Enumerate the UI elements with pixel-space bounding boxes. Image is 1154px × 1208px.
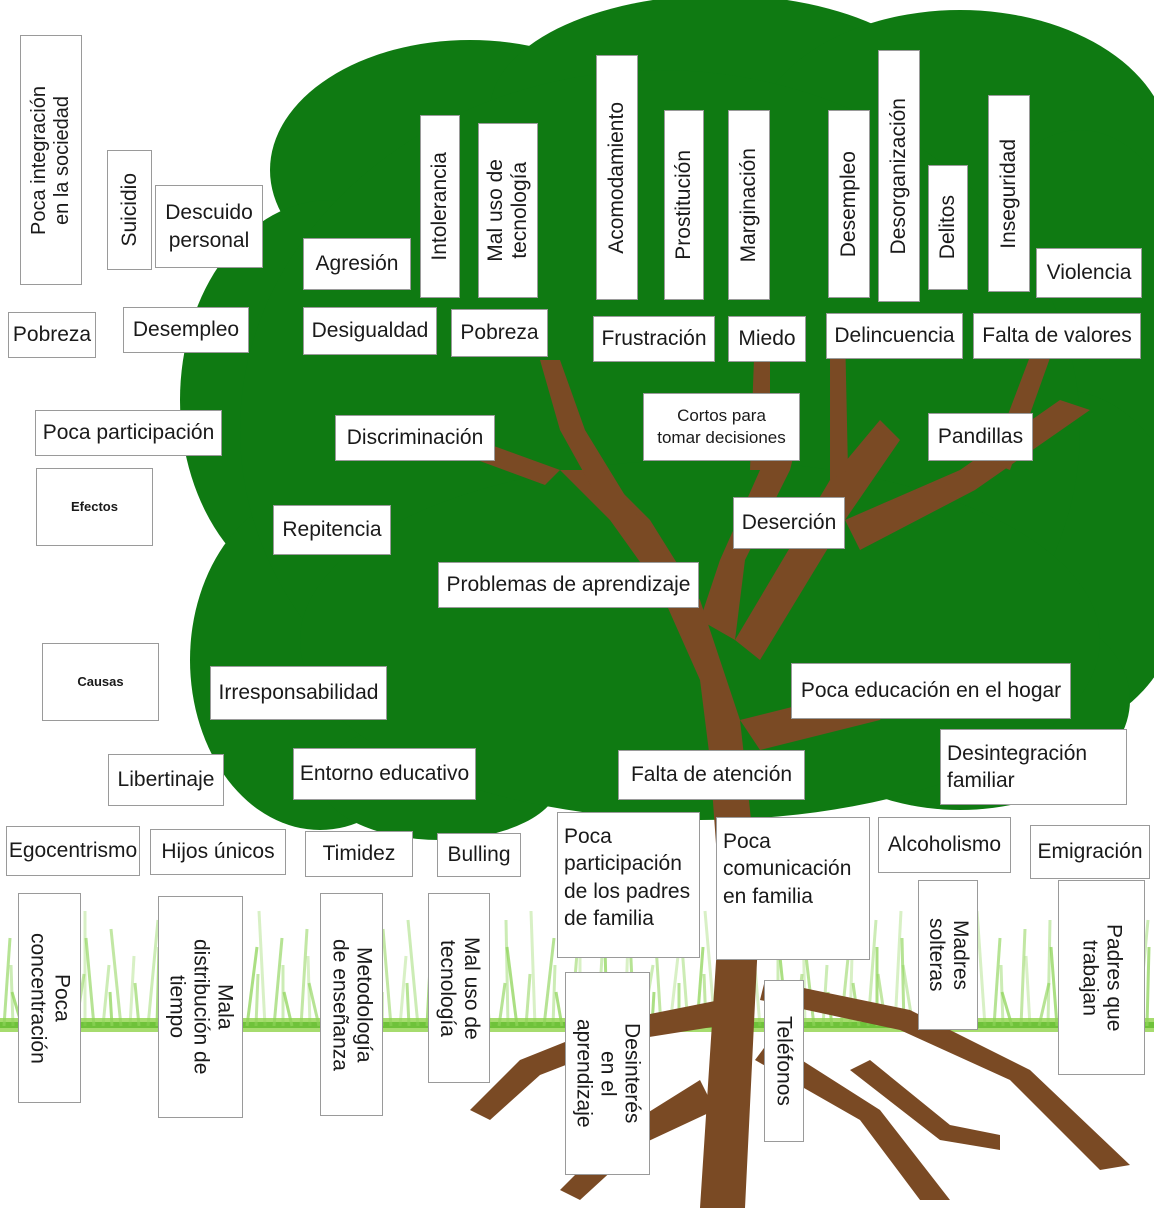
effect-pobreza-mid: Pobreza (451, 309, 548, 357)
grass-blade (405, 982, 411, 1027)
effect-acomodamiento: Acomodamiento (596, 55, 638, 300)
grass-blade (306, 955, 312, 1027)
effect-desorganizacion: Desorganización (878, 50, 920, 302)
grass-blade (524, 973, 532, 1027)
grass-blade (1046, 919, 1052, 1027)
effect-agresion: Agresión (303, 238, 411, 290)
grass-blade (101, 964, 111, 1027)
grass-blade (1037, 982, 1051, 1027)
effect-pandillas: Pandillas (928, 413, 1033, 461)
grass-blade (529, 910, 537, 1027)
grass-blade (554, 991, 564, 1027)
grass-blade (504, 919, 510, 1027)
grass-blade (307, 982, 321, 1027)
effect-inseguridad: Inseguridad (988, 95, 1030, 292)
grass-blade (1000, 991, 1014, 1027)
effect-problemas-aprendizaje: Problemas de aprendizaje (438, 562, 699, 608)
grass-blade (108, 991, 114, 1027)
effect-repitencia: Repitencia (273, 505, 391, 555)
effect-pobreza-left: Pobreza (8, 312, 96, 358)
legend-effects: Efectos (36, 468, 153, 546)
effect-violencia: Violencia (1036, 248, 1142, 298)
grass-blade (505, 946, 519, 1027)
grass-blade (848, 955, 854, 1027)
grass-blade (282, 991, 294, 1027)
cause-hijos-unicos: Hijos únicos (150, 829, 286, 875)
cause-timidez: Timidez (305, 831, 413, 877)
grass-blade (975, 910, 987, 1027)
effect-desigualdad: Desigualdad (303, 307, 437, 355)
cause-alcoholismo: Alcoholismo (878, 817, 1011, 873)
cause-bulling: Bulling (437, 833, 521, 877)
grass-blade (133, 982, 141, 1027)
effect-miedo: Miedo (728, 316, 806, 362)
grass-blade (542, 937, 556, 1027)
grass-blade (146, 919, 160, 1027)
effect-desempleo-left: Desempleo (123, 307, 249, 353)
grass-blade (254, 973, 260, 1027)
grass-blade (992, 937, 1002, 1027)
grass-blade (272, 937, 284, 1027)
grass-blade (2, 937, 12, 1027)
grass-blade (128, 955, 136, 1027)
grass-blade (1145, 946, 1151, 1027)
effect-desempleo-top: Desempleo (828, 110, 870, 298)
effect-intolerancia: Intolerancia (420, 115, 460, 298)
effect-poca-participacion: Poca participación (35, 410, 222, 456)
grass-blade (551, 964, 557, 1027)
grass-blade (1024, 955, 1032, 1027)
effect-frustracion: Frustración (593, 316, 715, 362)
cause-egocentrismo: Egocentrismo (6, 826, 140, 876)
grass-blade (1049, 946, 1059, 1027)
cause-poca-educacion-hogar: Poca educación en el hogar (791, 663, 1071, 719)
cause-irresponsabilidad: Irresponsabilidad (210, 666, 387, 720)
effect-delincuencia: Delincuencia (826, 313, 963, 359)
cause-telefonos: Teléfonos (764, 980, 804, 1142)
grass-blade (109, 928, 123, 1027)
cause-emigracion: Emigración (1030, 825, 1150, 879)
effect-discriminacion: Discriminación (335, 415, 495, 461)
grass-blade (245, 946, 259, 1027)
effect-prostitucion: Prostitución (664, 110, 704, 300)
cause-entorno-educativo: Entorno educativo (293, 748, 476, 800)
effect-delitos: Delitos (928, 165, 968, 290)
grass-blade (406, 919, 420, 1027)
legend-causes: Causas (42, 643, 159, 721)
grass-blade (381, 928, 393, 1027)
grass-blade (497, 982, 507, 1027)
effect-marginacion: Marginación (728, 110, 770, 300)
grass-blade (1019, 928, 1027, 1027)
cause-falta-atencion: Falta de atención (618, 750, 805, 800)
grass-blade (257, 910, 267, 1027)
grass-blade (84, 937, 96, 1027)
effect-falta-valores: Falta de valores (973, 313, 1141, 359)
grass-blade (398, 955, 408, 1027)
cause-libertinaje: Libertinaje (108, 754, 224, 806)
effect-desercion: Deserción (733, 497, 845, 549)
effect-suicidio: Suicidio (107, 150, 152, 270)
grass-blade (299, 928, 309, 1027)
